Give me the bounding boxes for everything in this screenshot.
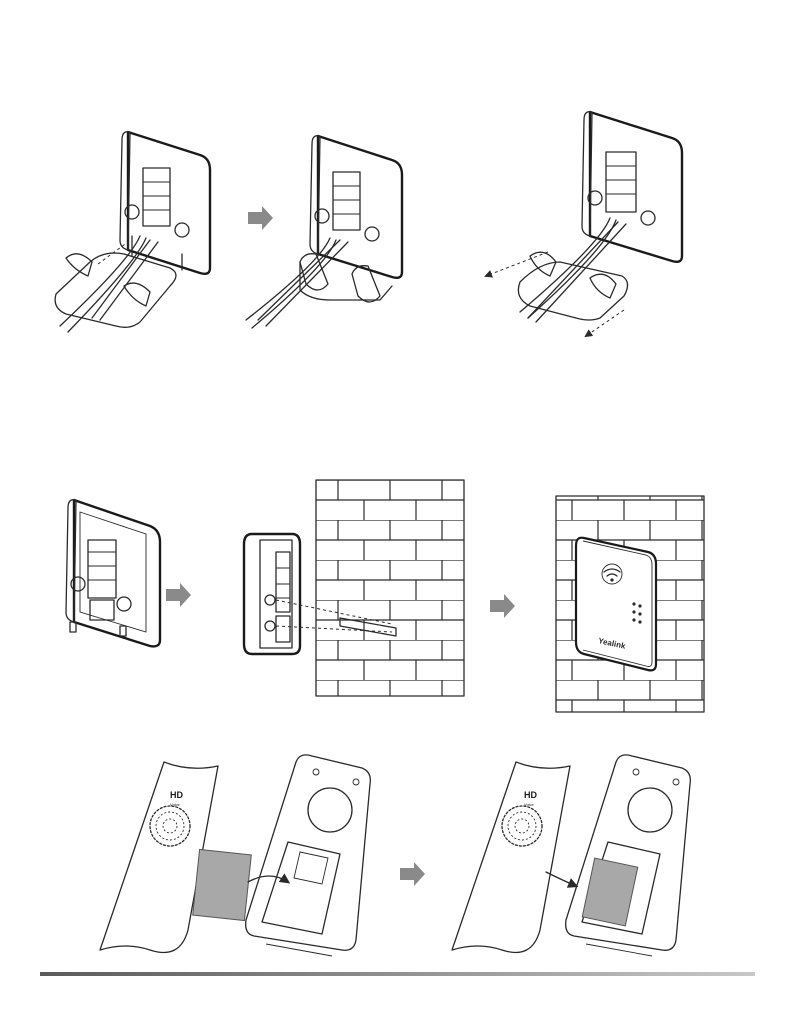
handset-step-1: HD Voice: [100, 755, 370, 956]
hd-badge: HD: [524, 790, 537, 800]
footer-divider: [40, 972, 755, 976]
hd-sub: Voice: [170, 802, 181, 807]
stand-step-2: [246, 136, 402, 328]
stand-step-3: [486, 112, 682, 336]
hd-badge: HD: [170, 790, 183, 800]
battery-card-inserted: [582, 858, 638, 926]
stand-step-1: [55, 132, 210, 332]
handset-step-2: HD Voice: [452, 755, 690, 956]
step-arrow-icon: [400, 862, 425, 886]
wall-step-1: [66, 500, 160, 647]
step-arrow-icon: [248, 206, 273, 230]
wall-step-3: Yealink: [556, 496, 704, 712]
battery-card: [193, 849, 252, 920]
step-arrow-icon: [166, 583, 191, 607]
wall-step-2: [244, 480, 464, 696]
step-arrow-icon: [490, 594, 515, 618]
